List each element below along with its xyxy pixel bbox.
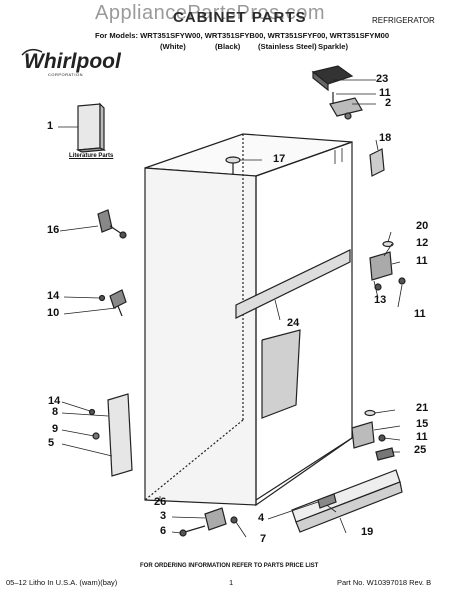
callout-number: 19 [361, 526, 374, 538]
callout-number: 3 [160, 510, 167, 522]
callout-number: 25 [414, 444, 427, 456]
callout-number: 15 [416, 418, 429, 430]
center-hinge-icon [369, 240, 406, 291]
footer-litho: 05–12 Litho In U.S.A. (wam)(bay) [6, 578, 118, 587]
callout-number: 14 [48, 395, 61, 407]
screw-clip-icon [98, 289, 127, 317]
callout-number: 11 [416, 431, 428, 443]
bottom-bracket-icon [88, 393, 133, 477]
footer-page-number: 1 [229, 578, 234, 587]
callout-number: 12 [416, 237, 429, 249]
top-hinge-icon [329, 92, 363, 120]
callout-number: 21 [416, 402, 429, 414]
callout-number: 18 [379, 132, 392, 144]
callout-number: 24 [287, 317, 300, 329]
spacer-icon [375, 447, 395, 461]
plug-icon [225, 156, 241, 175]
callout-number: 9 [52, 423, 59, 435]
callout-number: 17 [273, 153, 286, 165]
callout-number: 16 [47, 224, 60, 236]
hinge-cover-icon [311, 65, 354, 92]
roller-assembly-icon [179, 507, 238, 537]
wire-clip-icon [97, 209, 127, 239]
bracket-icon [369, 148, 385, 177]
watermark: AppliancePartsPros.com [95, 2, 325, 24]
callout-number: 26 [154, 496, 167, 508]
toe-grille-icon [291, 469, 403, 533]
callout-number: 4 [258, 512, 265, 524]
footer-part-number: Part No. W10397018 Rev. B [337, 578, 432, 587]
logo-swirl [21, 48, 43, 56]
page-title: CABINET PARTS [173, 9, 307, 26]
ordering-note: FOR ORDERING INFORMATION REFER TO PARTS … [140, 563, 319, 569]
center-mullion [235, 249, 351, 319]
variant-stainless: (Stainless Steel) [258, 42, 317, 51]
callout-number: 11 [414, 308, 426, 320]
variant-black: (Black) [215, 42, 241, 51]
leader-lines [58, 79, 403, 538]
callout-number: 8 [52, 406, 59, 418]
callout-number: 13 [374, 294, 387, 306]
callout-number: 11 [379, 87, 391, 99]
model-list: For Models: WRT351SFYW00, WRT351SFYB00, … [95, 31, 390, 40]
callout-number: 23 [376, 73, 389, 85]
callout-number: 11 [416, 255, 428, 267]
logo-subtext: CORPORATION [48, 72, 83, 77]
callout-number: 5 [48, 437, 55, 449]
grille-clip-icon [317, 493, 337, 509]
callout-number: 10 [47, 307, 60, 319]
callout-number: 7 [260, 533, 267, 545]
liner-step [261, 329, 301, 419]
bottom-hinge-icon [351, 409, 395, 461]
refrigerator-cabinet [144, 133, 353, 507]
variant-sparkle: Sparkle) [318, 42, 348, 51]
literature-booklet-icon [75, 102, 107, 153]
callout-number: 6 [160, 525, 167, 537]
callout-number: 2 [385, 97, 392, 109]
callout-number: 14 [47, 290, 60, 302]
callout-number: 20 [416, 220, 429, 232]
literature-parts-label: Literature Parts [69, 153, 114, 159]
variant-white: (White) [160, 42, 186, 51]
callout-number: 1 [47, 120, 54, 132]
whirlpool-logo: Whirlpool [24, 50, 121, 73]
appliance-category: REFRIGERATOR [372, 16, 435, 25]
